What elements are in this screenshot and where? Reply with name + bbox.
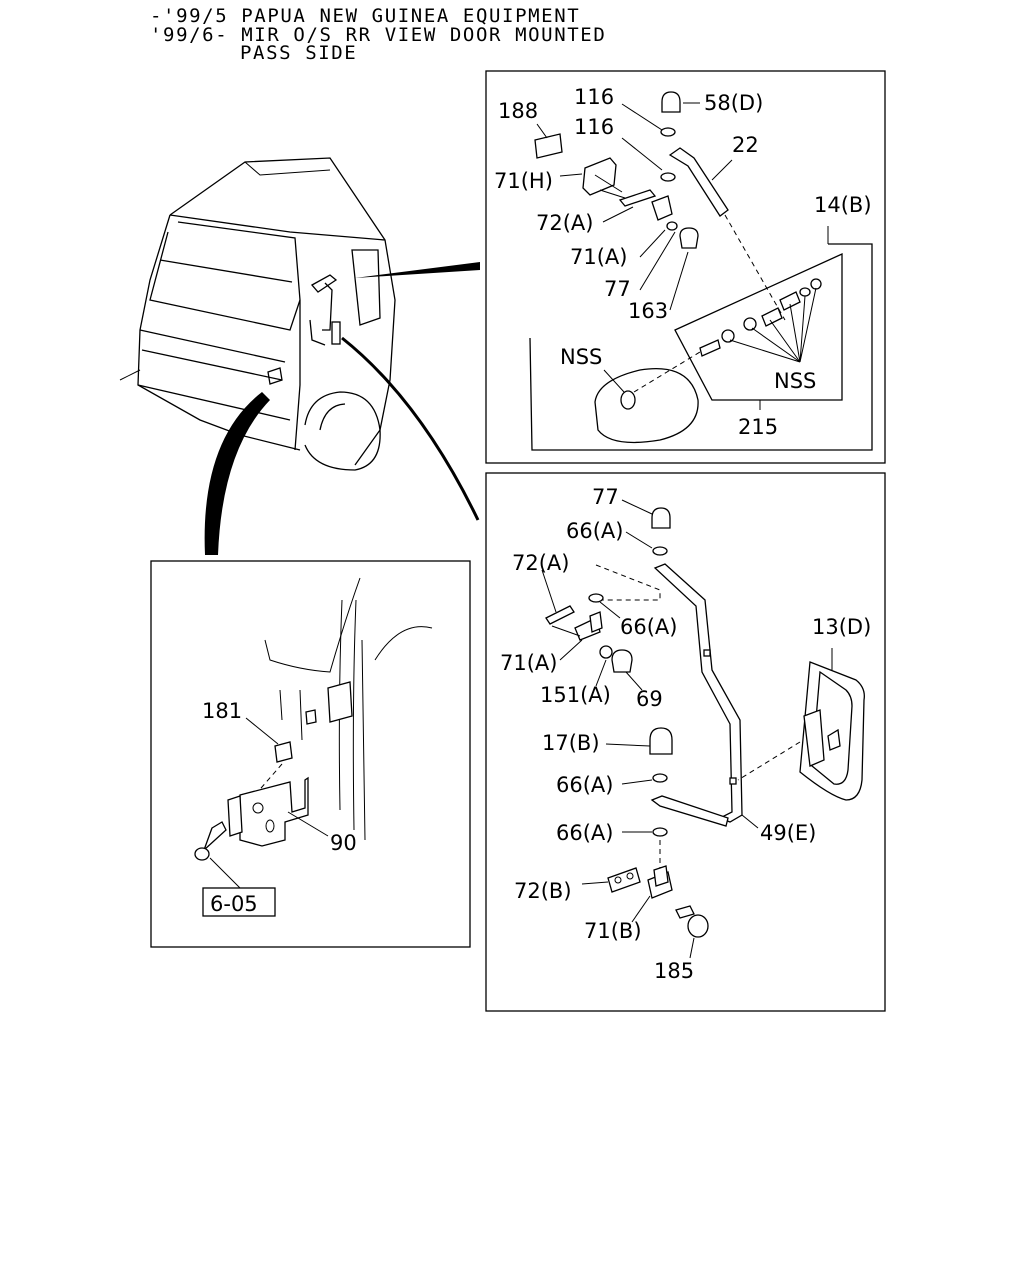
header-line-1: -'99/5 PAPUA NEW GUINEA EQUIPMENT — [150, 5, 581, 27]
header-line-3: PASS SIDE — [240, 42, 358, 64]
part-label-116-lower: 116 — [574, 115, 614, 139]
part-label-90: 90 — [330, 831, 357, 855]
part-label-72a: 72(A) — [536, 211, 593, 235]
top-panel-labels: 188 116 58(D) 116 22 71(H) 14(B) 72(A) 7… — [494, 85, 872, 439]
part-label-nss-hardware: NSS — [774, 369, 816, 393]
part-label-22: 22 — [732, 133, 759, 157]
part-label-71a: 71(A) — [500, 651, 557, 675]
part-label-188: 188 — [498, 99, 538, 123]
part-label-14b: 14(B) — [814, 193, 872, 217]
header-line-2: '99/6- MIR O/S RR VIEW DOOR MOUNTED — [150, 24, 607, 46]
part-label-71b: 71(B) — [584, 919, 642, 943]
part-label-69: 69 — [636, 687, 663, 711]
part-label-181: 181 — [202, 699, 242, 723]
part-label-72a: 72(A) — [512, 551, 569, 575]
left-panel-parts — [194, 577, 433, 917]
reference-6-05[interactable]: 6-05 — [210, 892, 258, 916]
part-label-71a: 71(A) — [570, 245, 627, 269]
part-label-nss-mirror: NSS — [560, 345, 602, 369]
part-label-151a: 151(A) — [540, 683, 611, 707]
bottom-panel-labels: 77 66(A) 72(A) 66(A) 13(D) 71(A) 151(A) … — [500, 485, 871, 983]
part-label-77: 77 — [592, 485, 619, 509]
part-label-215: 215 — [738, 415, 778, 439]
left-panel-labels: 181 90 6-05 — [202, 699, 357, 916]
diagram-header: -'99/5 PAPUA NEW GUINEA EQUIPMENT '99/6-… — [0, 0, 1024, 70]
part-label-66a-4: 66(A) — [556, 821, 613, 845]
left-detail-panel — [150, 560, 471, 948]
part-label-66a-3: 66(A) — [556, 773, 613, 797]
part-label-116-upper: 116 — [574, 85, 614, 109]
part-label-71h: 71(H) — [494, 169, 553, 193]
part-label-66a-1: 66(A) — [566, 519, 623, 543]
part-label-77: 77 — [604, 277, 631, 301]
bottom-panel-parts — [541, 499, 865, 959]
top-panel-parts — [529, 91, 873, 451]
part-label-58d: 58(D) — [704, 91, 763, 115]
part-label-17b: 17(B) — [542, 731, 600, 755]
part-label-163: 163 — [628, 299, 668, 323]
bottom-detail-panel — [485, 472, 886, 1012]
part-label-72b: 72(B) — [514, 879, 572, 903]
part-label-13d: 13(D) — [812, 615, 871, 639]
part-label-66a-2: 66(A) — [620, 615, 677, 639]
truck-cab-illustration — [119, 157, 480, 555]
part-label-49e: 49(E) — [760, 821, 816, 845]
top-detail-panel — [485, 70, 886, 464]
part-label-185: 185 — [654, 959, 694, 983]
